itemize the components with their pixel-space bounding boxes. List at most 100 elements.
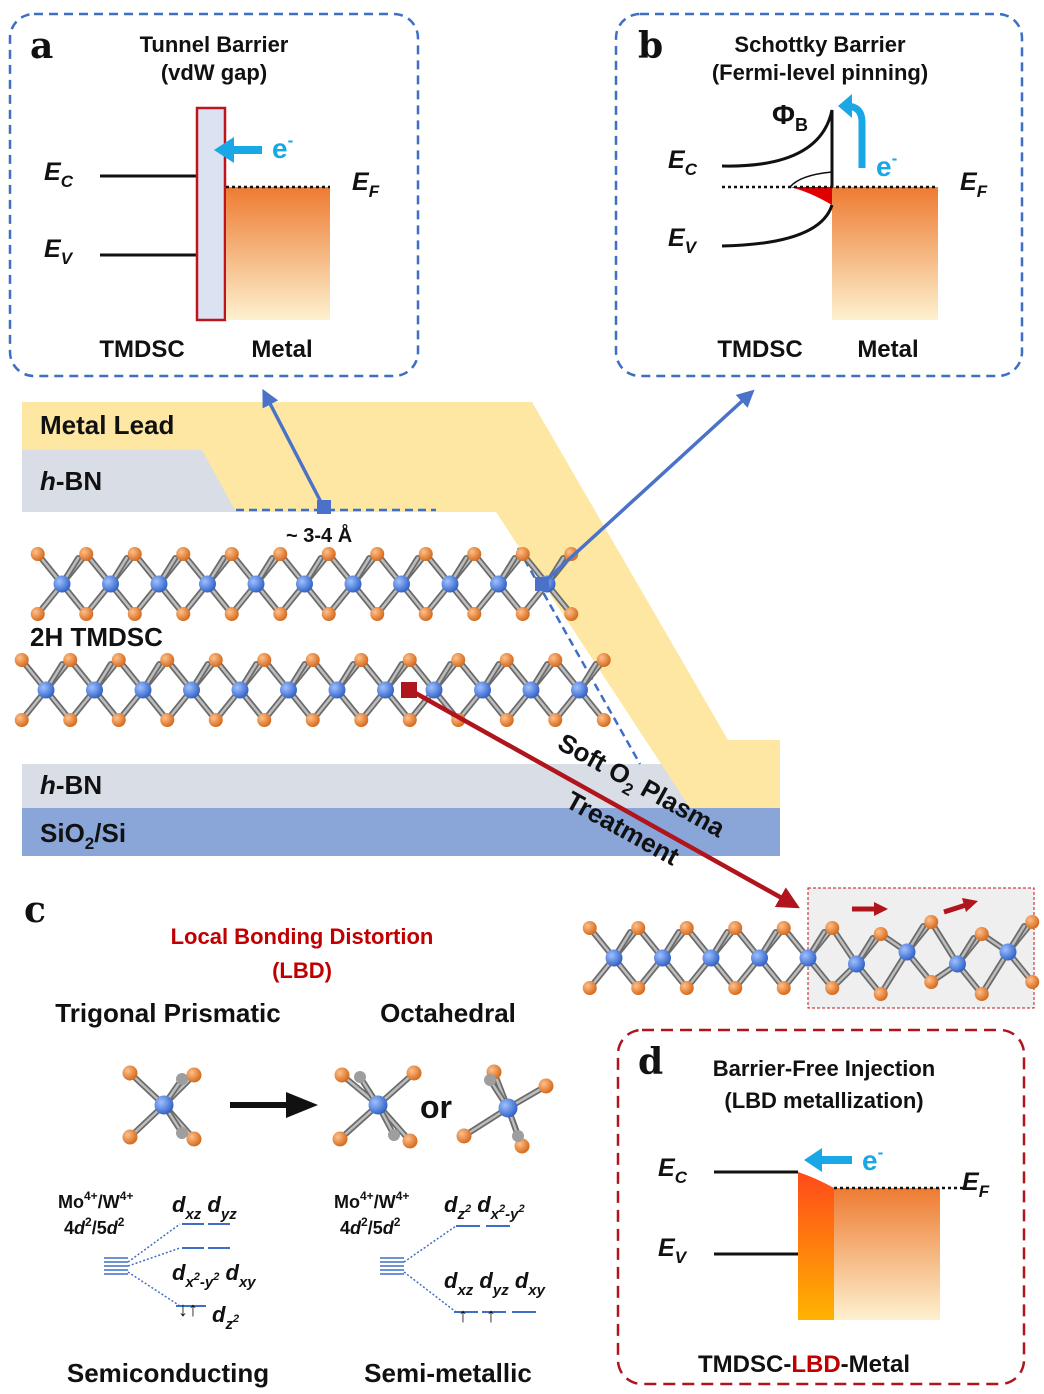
panel-a-metal-label: Metal	[251, 336, 312, 363]
chalcogen-atom	[873, 987, 888, 1001]
chalcogen-atom	[321, 607, 336, 621]
chalcogen-atom	[402, 1133, 418, 1149]
panel-c-letter: c	[24, 889, 46, 931]
right-ion-label: Mo4+/W4+	[334, 1189, 409, 1212]
panel-a-ef-label: EF	[352, 168, 380, 201]
hbn-top-label: h-BN	[40, 466, 102, 496]
chalcogen-atom	[370, 607, 385, 621]
chalcogen-atom	[1025, 975, 1040, 989]
chalcogen-atom	[1025, 915, 1040, 929]
metal-atom	[522, 681, 540, 699]
panel-a: a Tunnel Barrier (vdW gap) EC EV EF e- T…	[8, 12, 420, 378]
left-paired-electrons: ↓↑	[178, 1299, 198, 1321]
chalcogen-atom	[160, 713, 175, 727]
right-degenerate-levels	[380, 1257, 404, 1275]
right-splitting-lines	[403, 1225, 457, 1313]
hbn-top-layer	[22, 450, 236, 512]
chalcogen-atom	[514, 1138, 530, 1154]
chalcogen-atom	[825, 981, 840, 995]
panel-b-ef-label: EF	[960, 168, 988, 201]
substrate-label: SiO2/Si	[40, 818, 126, 853]
chalcogen-atom	[79, 607, 94, 621]
chalcogen-atom	[111, 713, 126, 727]
transition-arrowhead	[286, 1092, 318, 1118]
chalcogen-atom	[321, 547, 336, 561]
chalcogen-atom	[402, 653, 417, 667]
chalcogen-atom	[127, 547, 142, 561]
panel-d-ec-label: EC	[658, 1154, 688, 1187]
panel-b-ec-band	[721, 109, 834, 187]
panel-d-title: Barrier-Free Injection	[713, 1056, 936, 1081]
chalcogen-atom	[564, 607, 579, 621]
back-atom	[388, 1129, 400, 1141]
panel-a-title: Tunnel Barrier	[140, 32, 289, 57]
metal-atom	[183, 681, 200, 699]
distortion-arrowhead-2	[962, 898, 978, 912]
chalcogen-atom	[596, 653, 611, 667]
metal-atom	[441, 575, 459, 593]
chalcogen-atom	[122, 1129, 138, 1145]
metal-atom	[490, 575, 507, 593]
panel-a-ec-label: EC	[44, 158, 74, 191]
trigonal-prismatic-label: Trigonal Prismatic	[55, 998, 280, 1028]
chalcogen-atom	[679, 981, 694, 995]
substrate-layer	[22, 808, 780, 856]
panel-d-ev-label: EV	[658, 1234, 688, 1267]
chalcogen-atom	[79, 547, 94, 561]
panel-a-letter: a	[30, 25, 53, 67]
connection-arrows	[262, 388, 800, 909]
chalcogen-atom	[14, 653, 29, 667]
metal-atom	[571, 681, 588, 699]
metal-atom	[999, 943, 1017, 961]
right-config-label: 4d2/5d2	[340, 1215, 401, 1238]
panel-c-subtitle: (LBD)	[272, 958, 332, 983]
chalcogen-atom	[924, 915, 939, 929]
metal-atom	[86, 681, 103, 699]
chalcogen-atom	[257, 713, 272, 727]
panel-b-electron-arrowhead	[838, 94, 852, 118]
hbn-bottom-layer	[22, 764, 780, 808]
chalcogen-atom	[122, 1065, 138, 1081]
panel-b-ev-band	[721, 204, 834, 248]
back-atom	[176, 1127, 188, 1139]
chalcogen-atom	[499, 713, 514, 727]
panel-d: d Barrier-Free Injection (LBD metallizat…	[616, 1028, 1026, 1386]
metal-atom	[799, 949, 817, 967]
chalcogen-atom	[186, 1067, 202, 1083]
chalcogen-atom	[456, 1128, 472, 1144]
chalcogen-atom	[273, 607, 288, 621]
chalcogen-atom	[63, 653, 78, 667]
chalcogen-atom	[418, 547, 433, 561]
treated-tmdsc-layer	[582, 915, 1040, 1001]
chalcogen-atom	[127, 607, 142, 621]
chalcogen-atom	[30, 607, 45, 621]
chalcogen-atom	[974, 927, 989, 941]
metal-atom	[328, 681, 346, 699]
metal-atom	[247, 575, 265, 593]
panel-b-tmdsc-label: TMDSC	[717, 336, 802, 363]
metal-atom	[848, 955, 865, 973]
chalcogen-atom	[451, 653, 466, 667]
octahedral-molecule-1	[332, 1065, 422, 1149]
metal-atom	[280, 681, 297, 699]
left-config-label: 4d2/5d2	[64, 1215, 125, 1238]
panel-b-letter: b	[638, 25, 663, 67]
panel-b: b Schottky Barrier (Fermi-level pinning)…	[614, 12, 1024, 378]
metal-atom	[498, 1098, 518, 1118]
chalcogen-atom	[631, 981, 646, 995]
panel-b-title: Schottky Barrier	[734, 32, 906, 57]
plasma-arrow	[408, 688, 800, 909]
left-bottom-orbital: dz2	[212, 1302, 239, 1333]
panel-d-subtitle: (LBD metallization)	[724, 1088, 923, 1113]
metal-atom	[368, 1095, 388, 1115]
arrow-to-panel-b	[540, 389, 755, 586]
chalcogen-atom	[596, 713, 611, 727]
left-ion-label: Mo4+/W4+	[58, 1189, 133, 1212]
metal-atom	[949, 955, 966, 973]
chalcogen-atom	[825, 921, 840, 935]
metal-atom	[154, 1095, 174, 1115]
chalcogen-atom	[354, 713, 369, 727]
metal-atom	[296, 575, 313, 593]
